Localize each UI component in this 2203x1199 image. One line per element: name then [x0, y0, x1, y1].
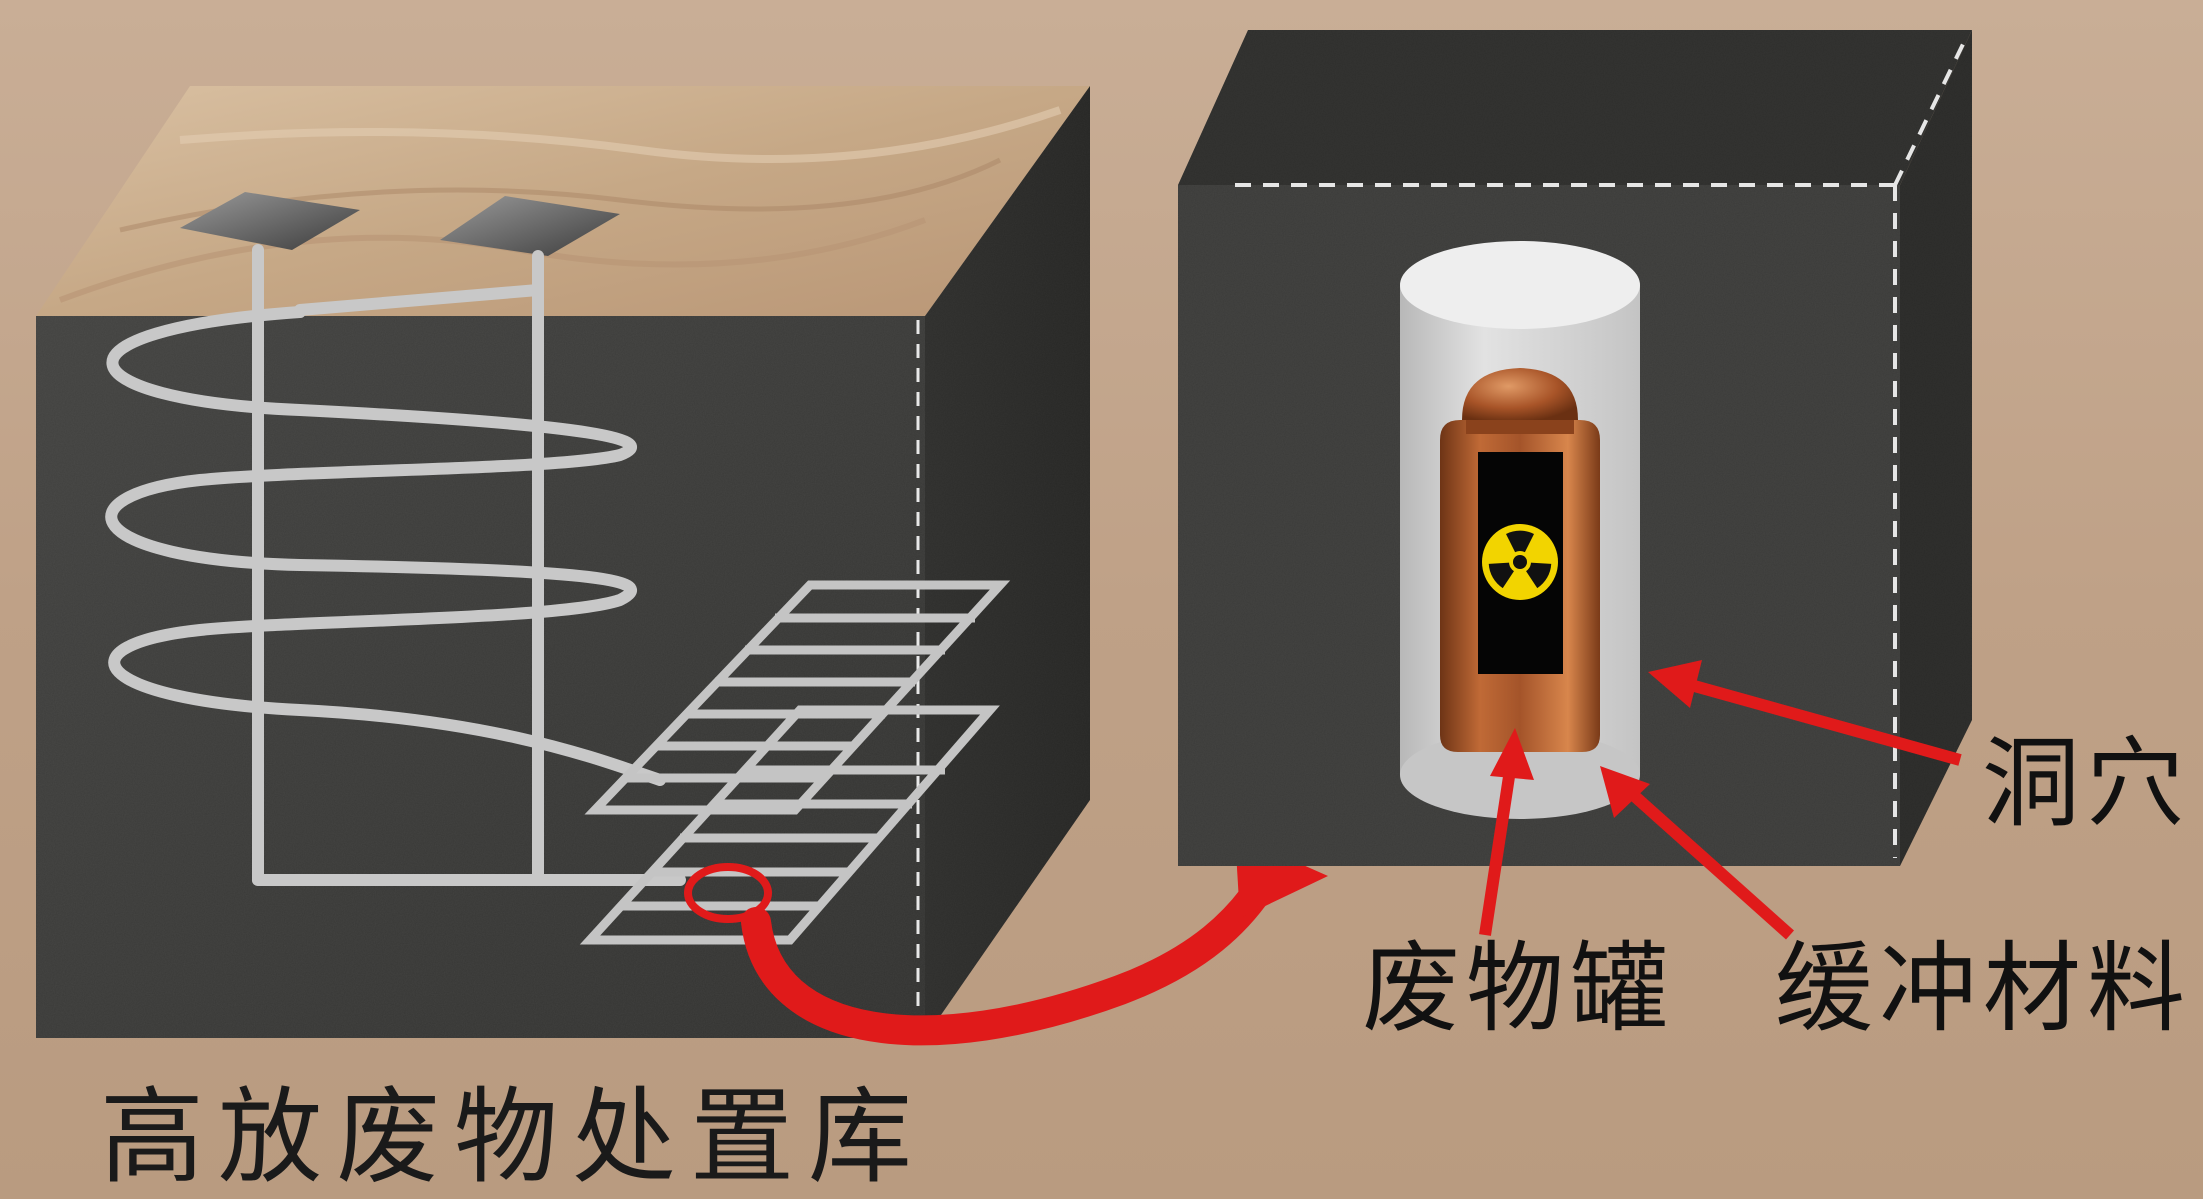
spiral-ramp: [105, 306, 666, 786]
repository-title: 高放废物处置库: [100, 1076, 927, 1198]
ground-surface: [36, 86, 1090, 316]
buffer-material-label: 缓冲材料: [1775, 932, 2192, 1046]
repository-block: [36, 86, 1090, 1038]
disposal-grid: [579, 580, 1011, 945]
cavern-label: 洞穴: [1982, 727, 2191, 841]
waste-canister-label: 废物罐: [1362, 932, 1675, 1046]
callout-arrows: [1479, 660, 1962, 940]
zoom-arrow: [741, 865, 1280, 1046]
surface-entrance-icon: [180, 192, 620, 256]
radiation-icon: [1482, 524, 1558, 600]
cavern-block: [1178, 30, 1972, 940]
waste-canister: [1440, 368, 1600, 752]
selected-cell-marker: [684, 863, 772, 923]
